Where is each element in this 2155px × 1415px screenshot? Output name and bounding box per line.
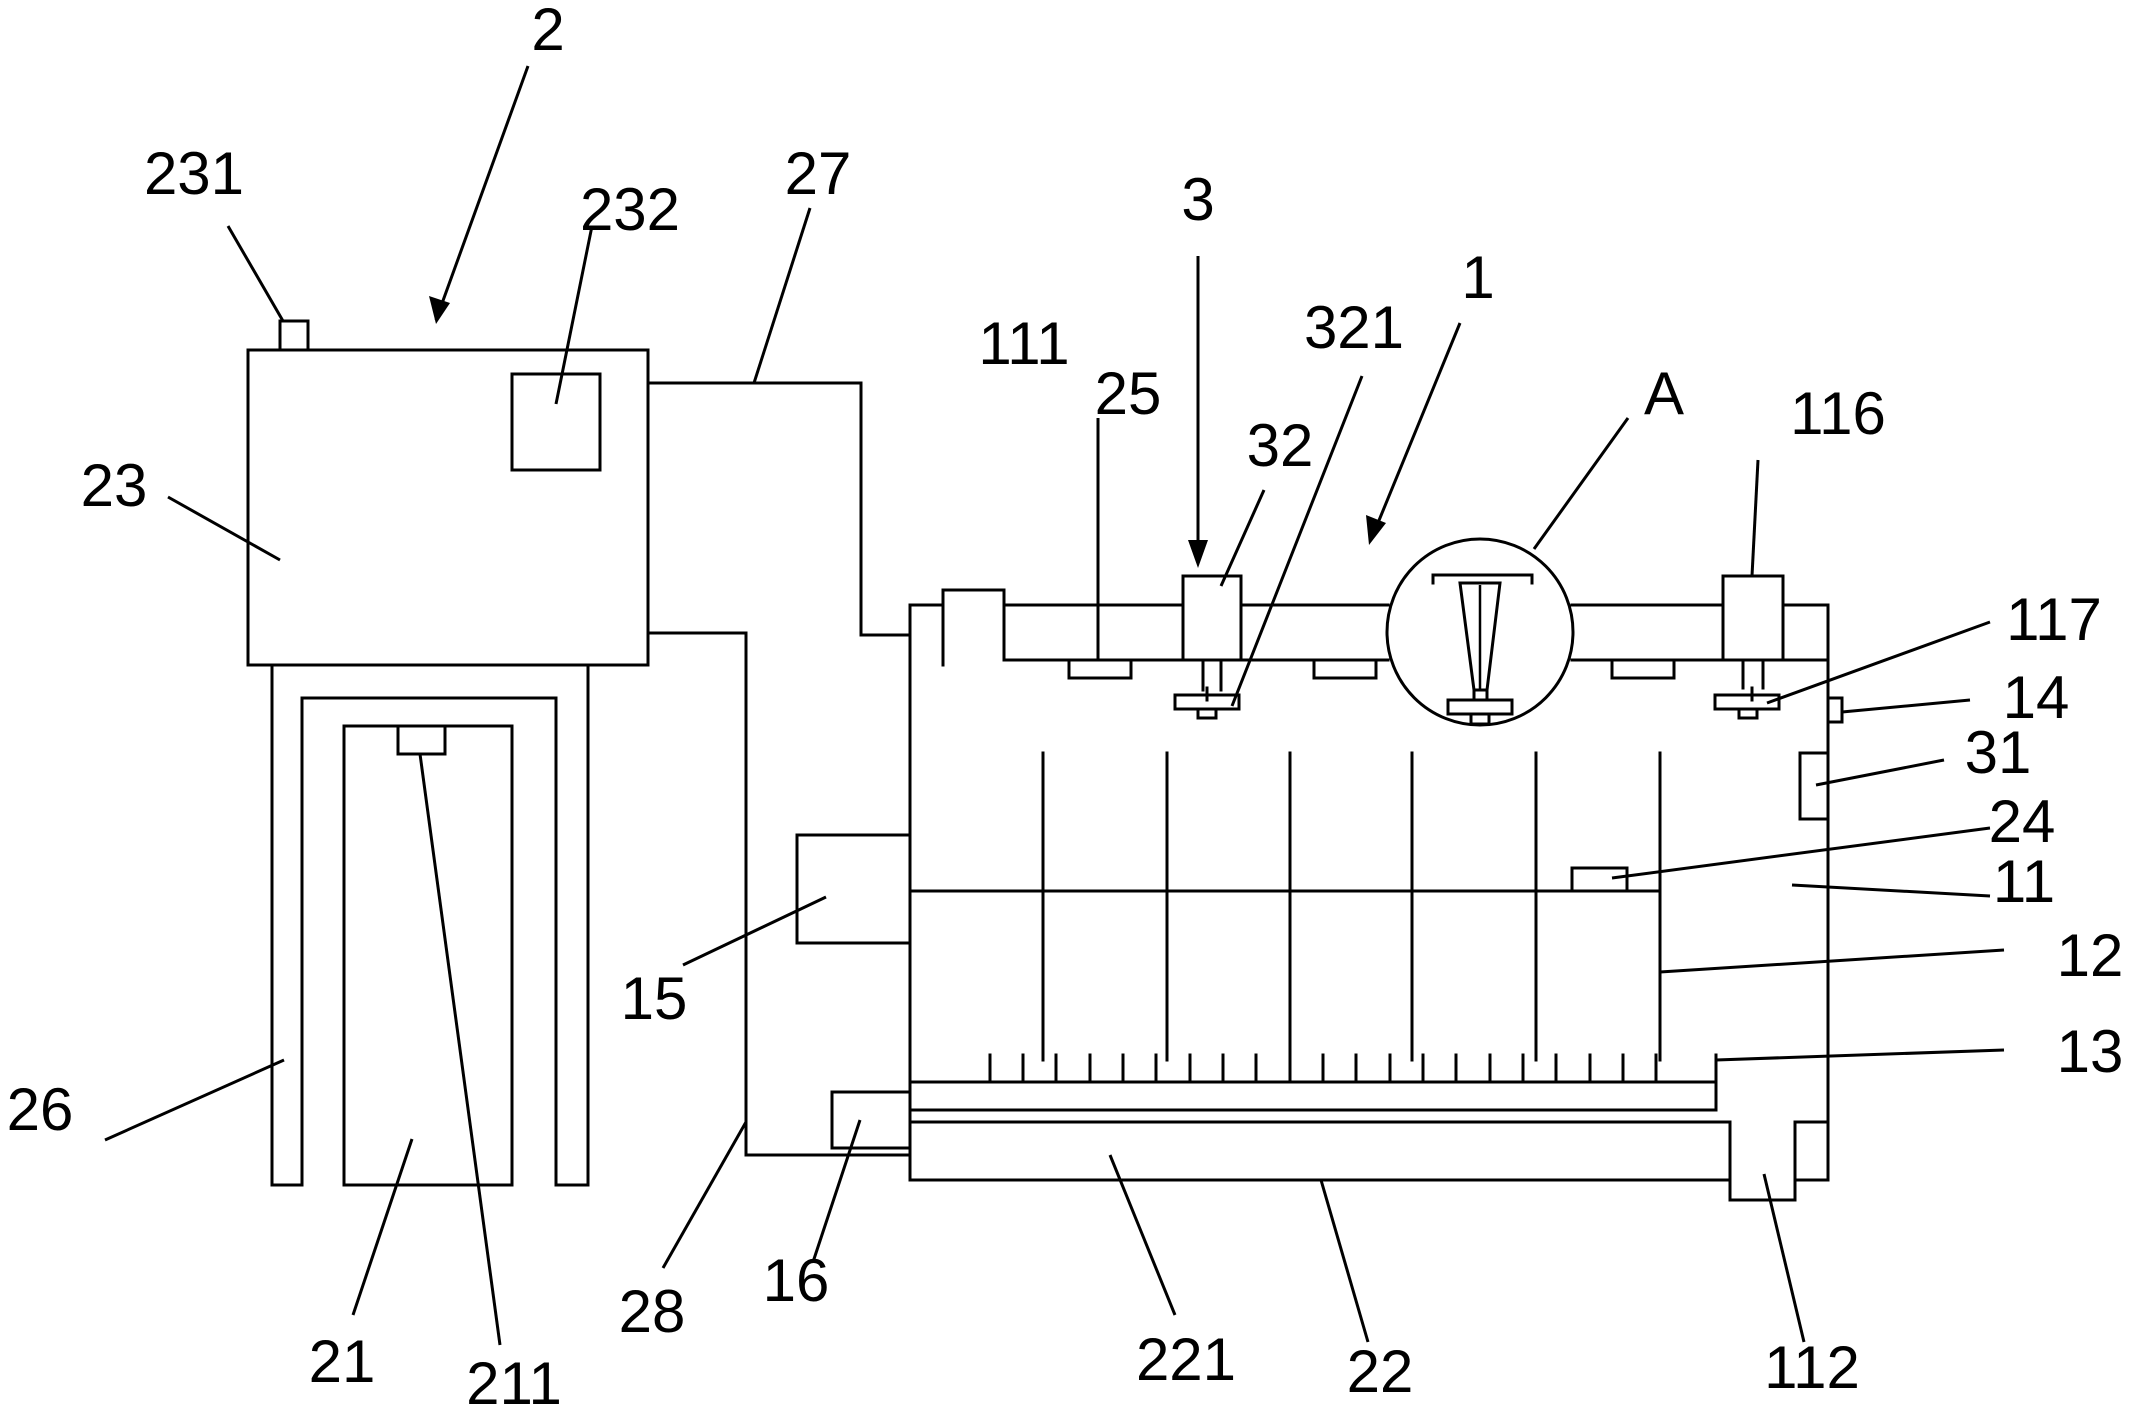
part-117 xyxy=(1713,686,1781,720)
blades-12 xyxy=(1041,751,1662,1062)
part-31 xyxy=(1798,751,1830,821)
cap-231 xyxy=(278,319,310,352)
tank-23 xyxy=(246,348,650,667)
motor-116 xyxy=(1721,574,1785,690)
label-211: 211 xyxy=(466,1350,562,1415)
sensor-211 xyxy=(396,724,447,756)
label-32: 32 xyxy=(1247,412,1314,479)
part-321 xyxy=(1173,686,1241,720)
label-31: 31 xyxy=(1965,719,2032,786)
label-12: 12 xyxy=(2057,922,2124,989)
stand-26 xyxy=(270,663,590,1187)
labels: 2 231 232 27 3 321 1 111 25 32 A 116 23 … xyxy=(7,0,2124,1415)
label-321: 321 xyxy=(1304,294,1404,361)
pipe-28 xyxy=(646,631,912,1157)
leader-lines xyxy=(104,65,2005,1346)
label-14: 14 xyxy=(2003,664,2070,731)
label-16: 16 xyxy=(763,1247,830,1314)
motor-32 xyxy=(1181,574,1243,692)
label-2: 2 xyxy=(531,0,564,63)
conveyor-13 xyxy=(908,1053,1718,1112)
panel-232 xyxy=(510,372,602,472)
label-15: 15 xyxy=(621,965,688,1032)
label-116: 116 xyxy=(1790,380,1886,447)
label-232: 232 xyxy=(580,176,680,243)
label-112: 112 xyxy=(1764,1334,1860,1401)
label-231: 231 xyxy=(144,140,244,207)
label-26: 26 xyxy=(7,1076,74,1143)
label-23: 23 xyxy=(81,452,148,519)
label-221: 221 xyxy=(1136,1326,1236,1393)
label-13: 13 xyxy=(2057,1018,2124,1085)
label-A: A xyxy=(1644,360,1684,427)
label-1: 1 xyxy=(1461,244,1494,311)
label-28: 28 xyxy=(619,1278,686,1345)
sensor-24 xyxy=(1570,866,1629,893)
part-14 xyxy=(1826,696,1844,724)
tray-22 xyxy=(908,1120,1732,1182)
label-3: 3 xyxy=(1181,166,1214,233)
label-11: 11 xyxy=(1993,848,2055,915)
housing-11 xyxy=(908,603,1830,1182)
label-22: 22 xyxy=(1347,1338,1414,1405)
label-25: 25 xyxy=(1095,360,1162,427)
nozzle-25 xyxy=(1067,658,1676,680)
unit-15 xyxy=(795,833,912,945)
outlet-112 xyxy=(1728,1120,1830,1202)
label-117: 117 xyxy=(2006,586,2102,653)
detail-A xyxy=(1385,537,1575,727)
label-21: 21 xyxy=(309,1328,376,1395)
container-21 xyxy=(342,724,514,1187)
label-27: 27 xyxy=(785,140,852,207)
unit-16 xyxy=(830,1090,912,1150)
label-24: 24 xyxy=(1989,788,2056,855)
label-111: 111 xyxy=(978,310,1069,377)
inlet-111 xyxy=(941,588,1006,607)
pipe-27 xyxy=(646,381,912,637)
